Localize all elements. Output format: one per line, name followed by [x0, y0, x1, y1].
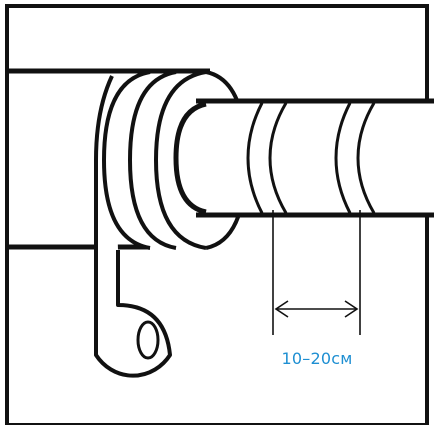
tape-wrap-right [334, 102, 376, 214]
dimension-label: 10–20см [281, 349, 353, 368]
front-bar [173, 98, 434, 218]
dimension-marker [272, 210, 361, 335]
back-bar [7, 68, 210, 250]
tape-wrap-left [246, 102, 288, 214]
